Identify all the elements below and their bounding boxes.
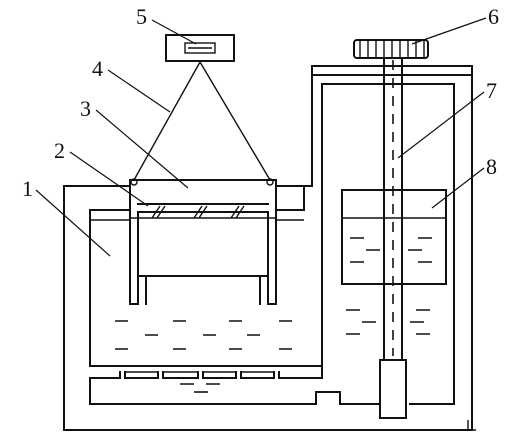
displacement-block: [341, 189, 447, 285]
inner-vessel: [129, 179, 277, 305]
label-1: 1: [22, 176, 33, 201]
label-6: 6: [488, 4, 499, 29]
label-2: 2: [54, 138, 65, 163]
suspension-wires: [130, 61, 274, 186]
outer-tank: [63, 65, 473, 431]
leader-lines: [35, 17, 487, 257]
glass-plate: [137, 203, 269, 219]
force-sensor: [165, 34, 235, 62]
label-4: 4: [92, 56, 103, 81]
corner-mark: [460, 420, 476, 431]
right-water-dashes: [346, 309, 430, 335]
adjustment-knob: [353, 39, 429, 59]
outer-water-dashes: [115, 320, 292, 393]
part-labels: 1 2 3 4 5 6 7 8: [22, 4, 499, 201]
label-3: 3: [80, 96, 91, 121]
screw-rod: [379, 57, 407, 419]
label-5: 5: [136, 4, 147, 29]
label-7: 7: [486, 78, 497, 103]
label-8: 8: [486, 154, 497, 179]
